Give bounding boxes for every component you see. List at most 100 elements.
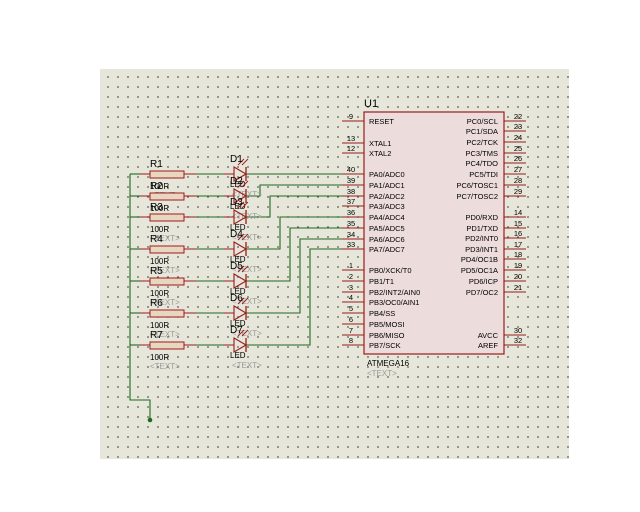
ic-pin-number: 35 (347, 219, 355, 228)
ic-pin-number: 21 (514, 283, 522, 292)
ic-pin-number: 26 (514, 154, 522, 163)
ic-pin-number: 19 (514, 261, 522, 270)
led-ref: D6 (230, 293, 243, 304)
resistor-ref: R5 (150, 266, 163, 277)
junction-dot (147, 417, 153, 423)
ic-pin-number: 14 (514, 208, 522, 217)
ic-pin-name: PC3/TMS (465, 149, 498, 158)
resistor-ref: R6 (150, 298, 163, 309)
ic-pin-name: RESET (369, 117, 394, 126)
ic-pin-name: AREF (478, 341, 498, 350)
ic-pin-name: AVCC (478, 331, 499, 340)
ic-pin-number: 1 (349, 261, 353, 270)
ic-pin-number: 22 (514, 112, 522, 121)
ic-pin-number: 9 (349, 112, 353, 121)
ic-pin-number: 15 (514, 219, 522, 228)
ic-body (363, 111, 505, 355)
ic-pin-name: PA3/ADC3 (369, 202, 405, 211)
ic-pin-number: 16 (514, 229, 522, 238)
ic-pin-number: 23 (514, 122, 522, 131)
ic-pin-name: PB4/SS (369, 309, 395, 318)
led-type: LED (230, 180, 246, 189)
led-text-placeholder: <TEXT> (232, 361, 262, 370)
ic-pin-name: PA0/ADC0 (369, 170, 405, 179)
led-to-port-wire (246, 216, 342, 250)
ic-pin-number: 12 (347, 144, 355, 153)
resistor-ref: R2 (150, 181, 163, 192)
ic-pin-name: PA6/ADC6 (369, 235, 405, 244)
ic-pin-name: PA2/ADC2 (369, 192, 405, 201)
ic-pin-number: 37 (347, 197, 355, 206)
ic-pin-number: 17 (514, 240, 522, 249)
ic-pin-name: PD6/ICP (469, 277, 498, 286)
led-ref: D5 (230, 261, 243, 272)
resistor-value: 100R (150, 182, 169, 191)
ic-pin-number: 25 (514, 144, 522, 153)
ic-pin-name: PB3/OC0/AIN1 (369, 298, 419, 307)
ic-text-placeholder: <TEXT> (367, 369, 397, 378)
ic-pin-number: 24 (514, 133, 522, 142)
led-to-port-wire (246, 184, 342, 197)
led-emission-arrow (241, 158, 249, 166)
ic-pin-number: 13 (347, 134, 355, 143)
led-emission-arrow (237, 158, 245, 166)
led-type: LED (230, 351, 246, 360)
led-emission-arrow (241, 201, 249, 209)
resistor-ref: R1 (150, 159, 163, 170)
led-text-placeholder: <TEXT> (232, 265, 262, 274)
led-emission-arrow (241, 233, 249, 241)
ic-pin-number: 2 (349, 272, 353, 281)
ic-pin-name: PB5/MOSI (369, 320, 404, 329)
led-emission-arrow (237, 297, 245, 305)
ic-pin-number: 7 (349, 326, 353, 335)
led-text-placeholder: <TEXT> (232, 212, 262, 221)
resistor-value: 100R (150, 353, 169, 362)
ic-pin-number: 38 (347, 187, 355, 196)
led-type: LED (230, 223, 246, 232)
resistor-body (149, 277, 185, 286)
ic-pin-number: 4 (349, 293, 353, 302)
resistor-body (149, 341, 185, 350)
led-emission-arrow (241, 297, 249, 305)
ic-pin-name: PB0/XCK/T0 (369, 266, 412, 275)
ic-pin-name: PB6/MISO (369, 331, 405, 340)
ic-pin-name: PD0/RXD (465, 213, 498, 222)
ic-pin-name: PA1/ADC1 (369, 181, 405, 190)
led-emission-arrow (241, 265, 249, 273)
led-emission-arrow (237, 201, 245, 209)
ic-pin-number: 27 (514, 165, 522, 174)
led-ref: D2 (230, 176, 243, 187)
led-emission-arrow (241, 180, 249, 188)
ic-pin-name: PC2/TCK (466, 138, 498, 147)
resistor-text-placeholder: <TEXT> (150, 362, 180, 371)
resistor-text-placeholder: <TEXT> (150, 234, 180, 243)
resistor-ref: R4 (150, 234, 163, 245)
ic-pin-number: 28 (514, 176, 522, 185)
ic-pin-name: XTAL1 (369, 139, 391, 148)
ic-pin-name: XTAL2 (369, 149, 391, 158)
ic-pin-number: 18 (514, 250, 522, 259)
resistor-body (149, 170, 185, 179)
ic-pin-name: PA4/ADC4 (369, 213, 405, 222)
ic-pin-name: PB1/T1 (369, 277, 394, 286)
wires-layer (129, 173, 342, 420)
ic-pin-number: 5 (349, 304, 353, 313)
led-type: LED (230, 255, 246, 264)
led-to-port-wire (246, 248, 342, 346)
resistor-body (149, 309, 185, 318)
ic-pin-name: PC7/TOSC2 (456, 192, 498, 201)
led-emission-arrow (237, 233, 245, 241)
ic-ref-label: U1 (364, 98, 378, 110)
led-to-port-wire (246, 227, 342, 282)
ic-pin-number: 20 (514, 272, 522, 281)
ic-pin-number: 8 (349, 336, 353, 345)
led-symbol (233, 273, 248, 289)
ic-pin-name: PD4/OC1B (461, 255, 498, 264)
ic-pin-name: PB2/INT2/AIN0 (369, 288, 420, 297)
led-ref: D4 (230, 229, 243, 240)
resistor-value: 100R (150, 289, 169, 298)
ic-pin-name: PD2/INT0 (465, 234, 498, 243)
ic-pin-name: PA7/ADC7 (369, 245, 405, 254)
ic-pin-name: PA5/ADC5 (369, 224, 405, 233)
resistor-text-placeholder: <TEXT> (150, 330, 180, 339)
